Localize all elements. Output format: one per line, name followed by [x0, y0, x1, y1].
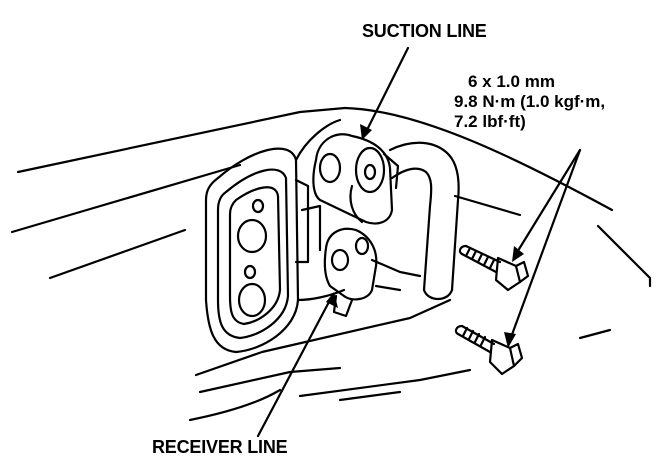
expansion-valve-flange [204, 118, 346, 354]
bolt-lower [454, 324, 524, 376]
suction-line-label: SUCTION LINE [362, 21, 487, 41]
spec-arrowhead-lower [504, 332, 516, 348]
suction-line-pipe [388, 141, 460, 301]
receiver-line-label: RECEIVER LINE [152, 437, 288, 457]
spec-leader-lower [508, 148, 582, 342]
suction-line-fitting [312, 133, 400, 225]
receiver-arrowhead [326, 292, 338, 308]
suction-leader [364, 46, 410, 134]
spec-arrowhead-upper [512, 246, 524, 262]
receiver-leader [256, 298, 332, 438]
receiver-line-fitting [323, 227, 422, 318]
leader-lines [256, 46, 582, 438]
suction-arrowhead [360, 124, 372, 140]
torque-lbf-text: 7.2 lbf·ft) [454, 112, 526, 131]
bolt-spec: 6 x 1.0 mm 9.8 N·m (1.0 kgf·m, 7.2 lbf·f… [454, 72, 605, 132]
bolt-size-text: 6 x 1.0 mm [468, 72, 555, 91]
torque-nm-text: 9.8 N·m (1.0 kgf·m, [454, 92, 606, 111]
spec-leader-upper [514, 148, 582, 256]
bolt-upper [458, 244, 530, 292]
